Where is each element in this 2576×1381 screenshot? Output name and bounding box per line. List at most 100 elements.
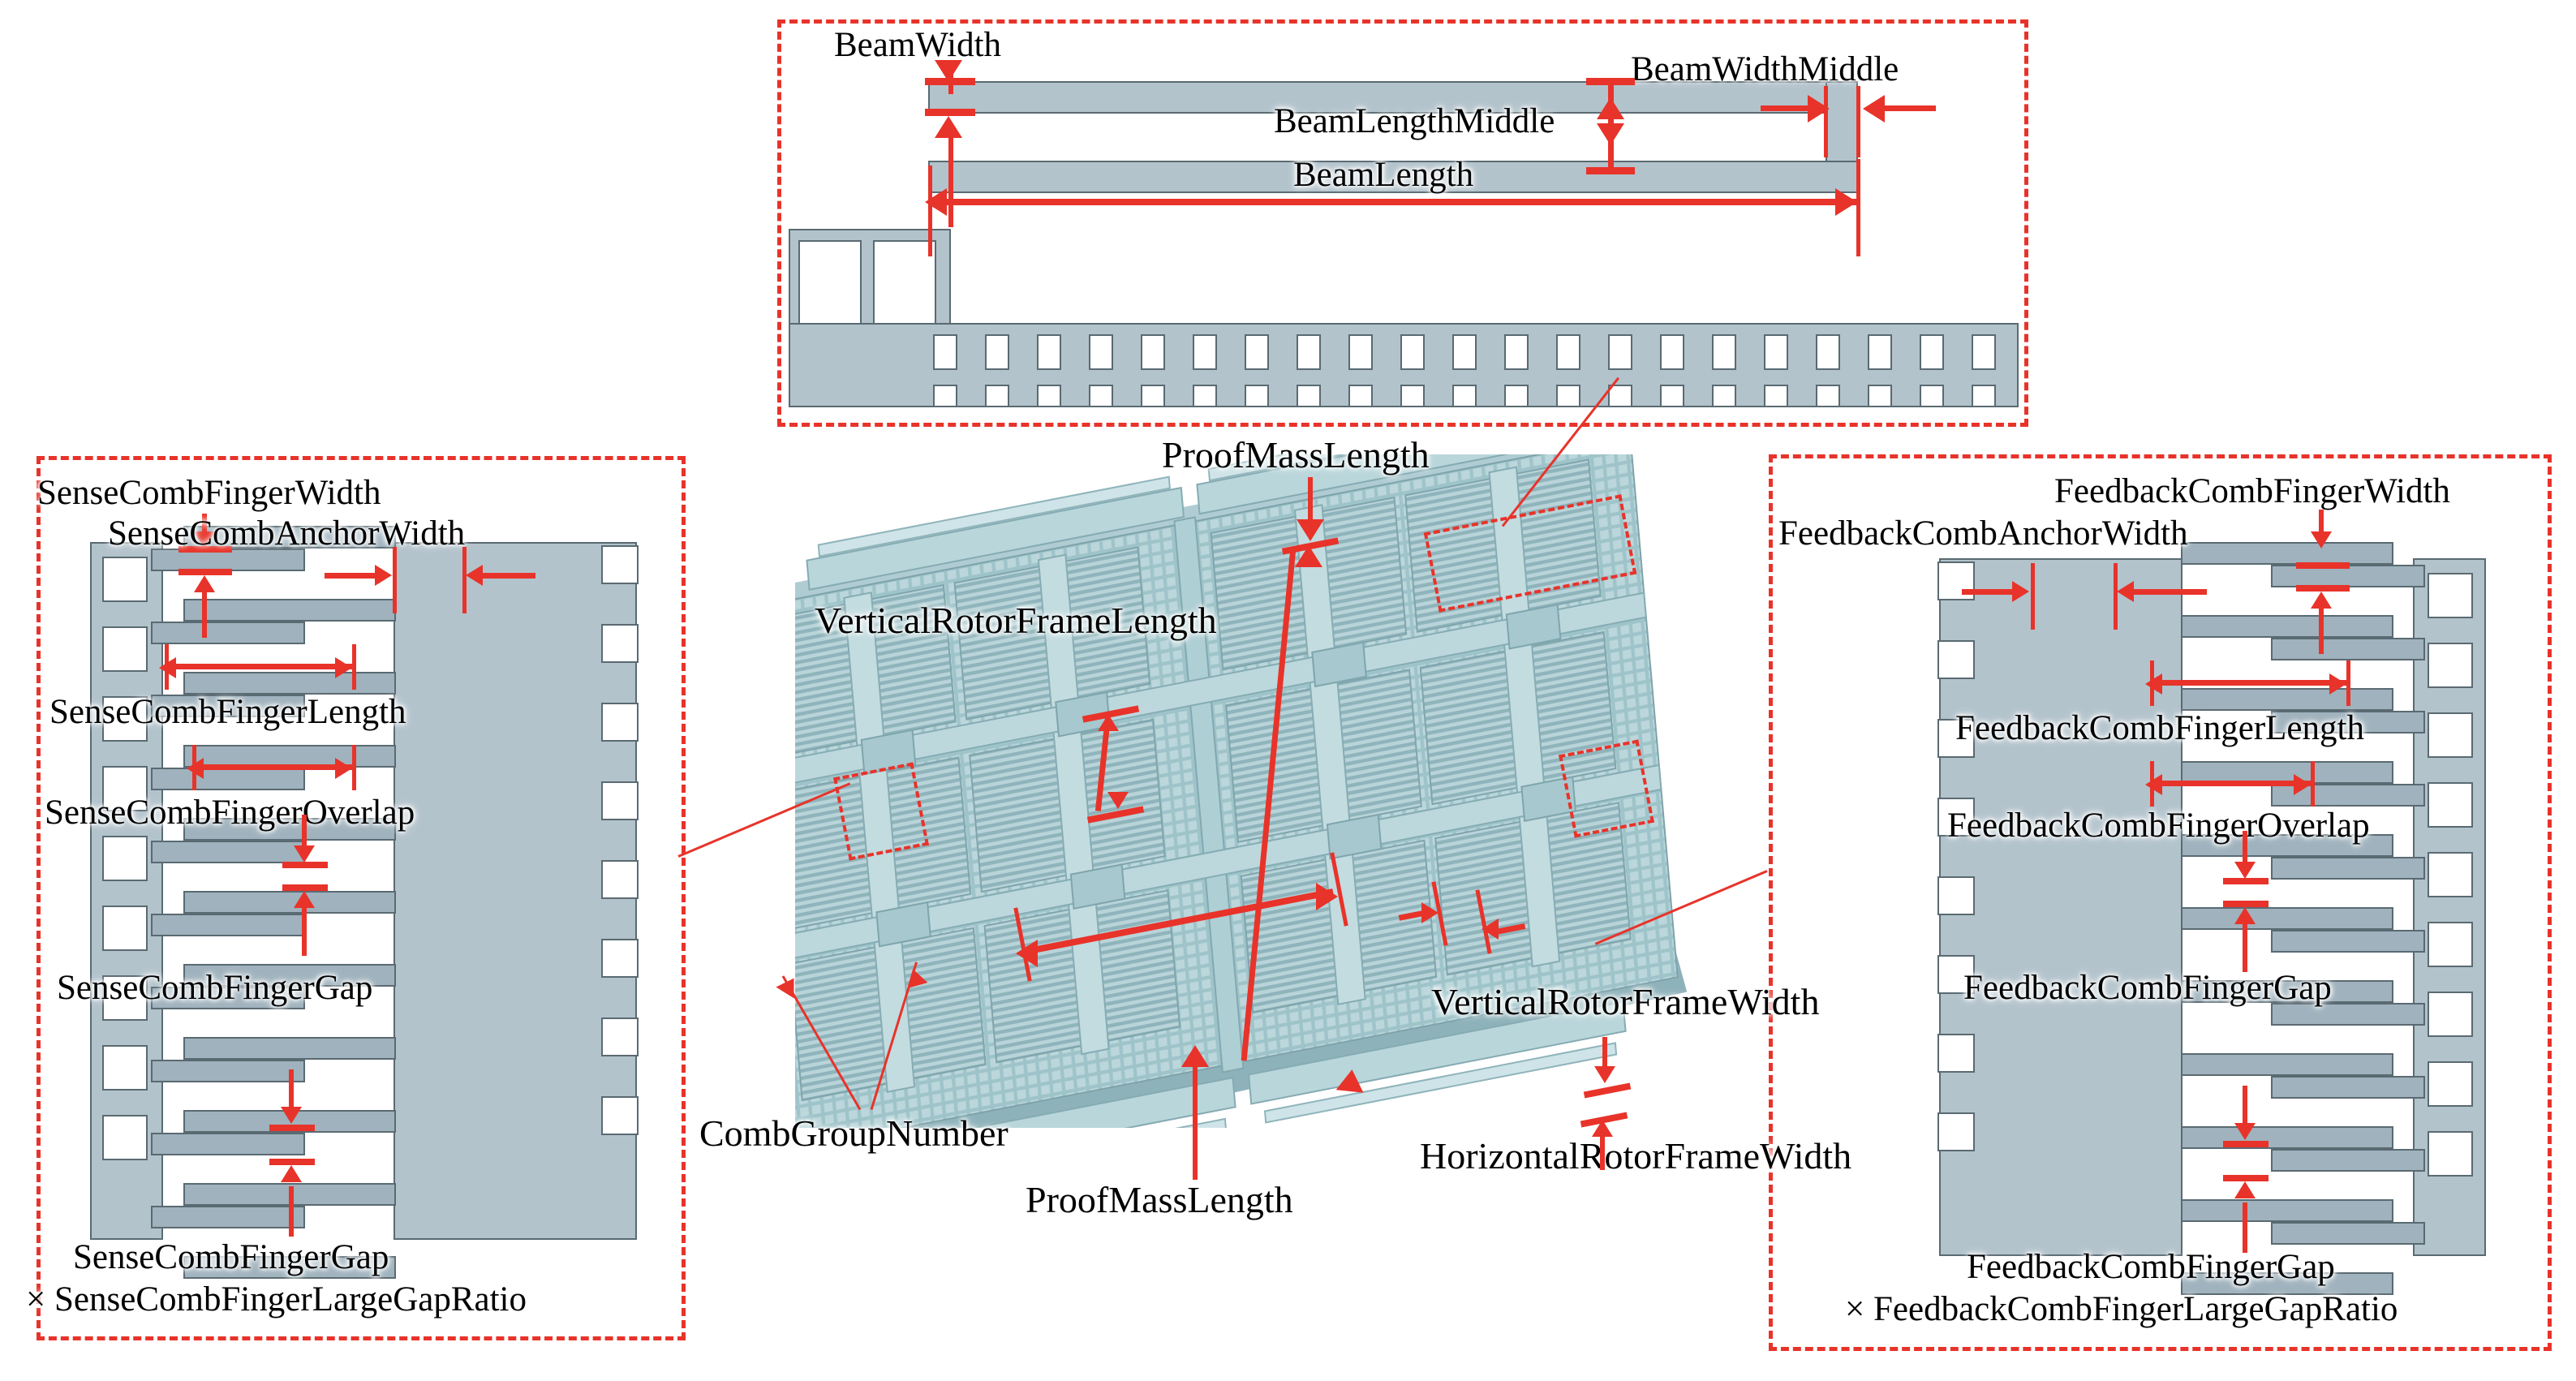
beam-width-tick-top — [925, 78, 975, 85]
label-proof-mass-length-top: ProofMassLength — [1162, 434, 1430, 475]
beam-length-middle-tick-top — [1586, 78, 1635, 85]
feedback-finger-overlap-arrow-left — [2145, 774, 2162, 795]
sense-large-gap-tick-bottom — [269, 1159, 315, 1165]
feedback-finger-length-line — [2157, 680, 2347, 686]
hrfw-leader-top — [1602, 1037, 1607, 1071]
beam-width-tick-bottom — [925, 109, 975, 116]
vrfl-arrow-up — [1098, 714, 1119, 731]
label-sense-comb-finger-overlap: SenseCombFingerOverlap — [45, 794, 415, 832]
sense-stator-fingers — [151, 549, 305, 1235]
label-proof-mass-length-bottom: ProofMassLength — [1026, 1179, 1293, 1220]
label-feedback-comb-finger-width: FeedbackCombFingerWidth — [2054, 472, 2450, 510]
proof-mass-top-arrow — [1297, 519, 1324, 541]
sense-finger-length-arrow-right — [335, 657, 352, 678]
label-sense-comb-finger-width: SenseCombFingerWidth — [37, 474, 381, 512]
sense-finger-gap-tick-bottom — [282, 884, 328, 891]
feedback-finger-length-tick-right — [2346, 660, 2350, 706]
feedback-large-gap-leader-bottom — [2243, 1202, 2247, 1253]
feedback-finger-gap-tick-bottom — [2223, 901, 2269, 907]
sense-finger-length-arrow-left — [159, 657, 176, 678]
beam-anchor-hole-2 — [873, 240, 936, 325]
feedback-finger-width-arrow-down — [2311, 531, 2332, 549]
label-feedback-comb-finger-overlap: FeedbackCombFingerOverlap — [1947, 807, 2370, 845]
sense-finger-length-line — [170, 664, 353, 669]
feedback-finger-overlap-line — [2157, 781, 2311, 786]
sense-anchor-width-line-left — [325, 573, 376, 579]
sense-rotor-fingers — [183, 526, 396, 1279]
vrfw-arrow-left — [1482, 919, 1499, 940]
feedback-finger-gap-arrow-down — [2234, 862, 2256, 879]
sense-finger-overlap-arrow-right — [335, 758, 352, 779]
feedback-large-gap-tick-top — [2223, 1141, 2269, 1147]
beam-length-middle-arrow-down — [1597, 123, 1624, 145]
feedback-finger-width-arrow-up — [2311, 592, 2332, 609]
sense-finger-gap-arrow-down — [294, 845, 315, 863]
sense-finger-gap-arrow-up — [294, 891, 315, 908]
sense-comb-anchor-holes — [102, 557, 148, 1238]
sense-finger-width-tick-bottom — [178, 569, 232, 575]
beam-length-middle-arrow-up — [1597, 97, 1624, 119]
sense-anchor-width-tick-right — [462, 547, 467, 613]
label-sense-large-gap-line1: SenseCombFingerGap — [73, 1238, 389, 1276]
sense-large-gap-arrow-down — [281, 1107, 302, 1124]
proof-mass-bottom-arrow — [1181, 1045, 1209, 1067]
feedback-finger-gap-leader-top — [2243, 831, 2247, 865]
beam-width-middle-line-left — [1761, 105, 1814, 111]
feedback-comb-anchor-holes — [2428, 573, 2473, 1254]
sense-finger-width-leader — [202, 514, 207, 536]
sense-finger-width-arrow-up — [194, 575, 215, 592]
sense-large-gap-tick-top — [269, 1125, 315, 1131]
sense-finger-gap-leader-bottom — [302, 907, 307, 956]
feedback-finger-overlap-tick-right — [2311, 761, 2315, 807]
label-vertical-rotor-frame-length: VerticalRotorFrameLength — [815, 600, 1217, 641]
label-feedback-large-gap-line1: FeedbackCombFingerGap — [1967, 1248, 2335, 1286]
device-highlight-sense-comb — [832, 762, 930, 861]
mems-proof-mass-3d-view — [735, 399, 1752, 1200]
sense-large-gap-leader-bottom — [289, 1186, 294, 1237]
label-horizontal-rotor-frame-width: HorizontalRotorFrameWidth — [1420, 1135, 1852, 1177]
feedback-anchor-width-tick-left — [2031, 563, 2035, 630]
sense-comb-rotor-notches — [601, 545, 639, 1237]
label-sense-comb-finger-gap: SenseCombFingerGap — [57, 969, 373, 1007]
feedback-finger-gap-leader-bottom — [2243, 923, 2247, 972]
feedback-finger-overlap-arrow-right — [2294, 774, 2311, 795]
sense-anchor-width-tick-left — [393, 547, 397, 613]
feedback-comb-detail-panel — [1769, 454, 2552, 1351]
label-comb-group-number: CombGroupNumber — [699, 1112, 1008, 1154]
feedback-anchor-width-line-left — [1962, 589, 2014, 595]
sense-finger-overlap-line — [198, 764, 352, 770]
proofmass-width-arrow-right — [1316, 883, 1338, 910]
label-beam-width: BeamWidth — [834, 26, 1002, 64]
beam-upper-segment — [928, 81, 1858, 114]
feedback-anchor-width-line-right — [2134, 589, 2207, 595]
proof-mass-bottom-leader — [1193, 1061, 1198, 1180]
label-feedback-comb-finger-length: FeedbackCombFingerLength — [1955, 709, 2364, 747]
sense-finger-gap-tick-top — [282, 862, 328, 868]
beam-anchor-hole-1 — [798, 240, 862, 325]
feedback-anchor-width-arrow-left — [2117, 581, 2134, 602]
feedback-large-gap-tick-bottom — [2223, 1175, 2269, 1181]
feedback-finger-width-leader — [2319, 510, 2324, 536]
hrfw-arrow-down — [1594, 1066, 1615, 1083]
label-feedback-comb-finger-gap: FeedbackCombFingerGap — [1963, 969, 2332, 1007]
label-beam-width-middle: BeamWidthMiddle — [1631, 50, 1899, 88]
hrfw-leader-bottom — [1600, 1136, 1605, 1170]
feedback-large-gap-leader-top — [2243, 1086, 2247, 1126]
sense-finger-gap-leader-top — [302, 815, 307, 849]
sense-finger-length-tick-right — [352, 644, 356, 690]
sense-finger-width-arrow-down — [194, 531, 215, 549]
label-feedback-large-gap-line2: × FeedbackCombFingerLargeGapRatio — [1845, 1290, 2398, 1328]
sense-comb-detail-panel — [37, 456, 686, 1340]
label-sense-comb-finger-length: SenseCombFingerLength — [49, 693, 406, 731]
sense-comb-rotor-body — [393, 542, 637, 1240]
device-svg — [735, 399, 1688, 1200]
label-feedback-comb-anchor-width: FeedbackCombAnchorWidth — [1778, 514, 2188, 553]
beam-width-leader-lower — [948, 136, 953, 227]
sense-anchor-width-arrow-left — [466, 565, 483, 586]
feedback-rotor-fingers — [2181, 542, 2393, 1295]
feedback-large-gap-arrow-down — [2234, 1123, 2256, 1140]
feedback-finger-width-tick-bottom — [2296, 585, 2350, 592]
proof-mass-top-leader — [1308, 477, 1313, 526]
feedback-anchor-width-arrow-right — [2012, 581, 2029, 602]
